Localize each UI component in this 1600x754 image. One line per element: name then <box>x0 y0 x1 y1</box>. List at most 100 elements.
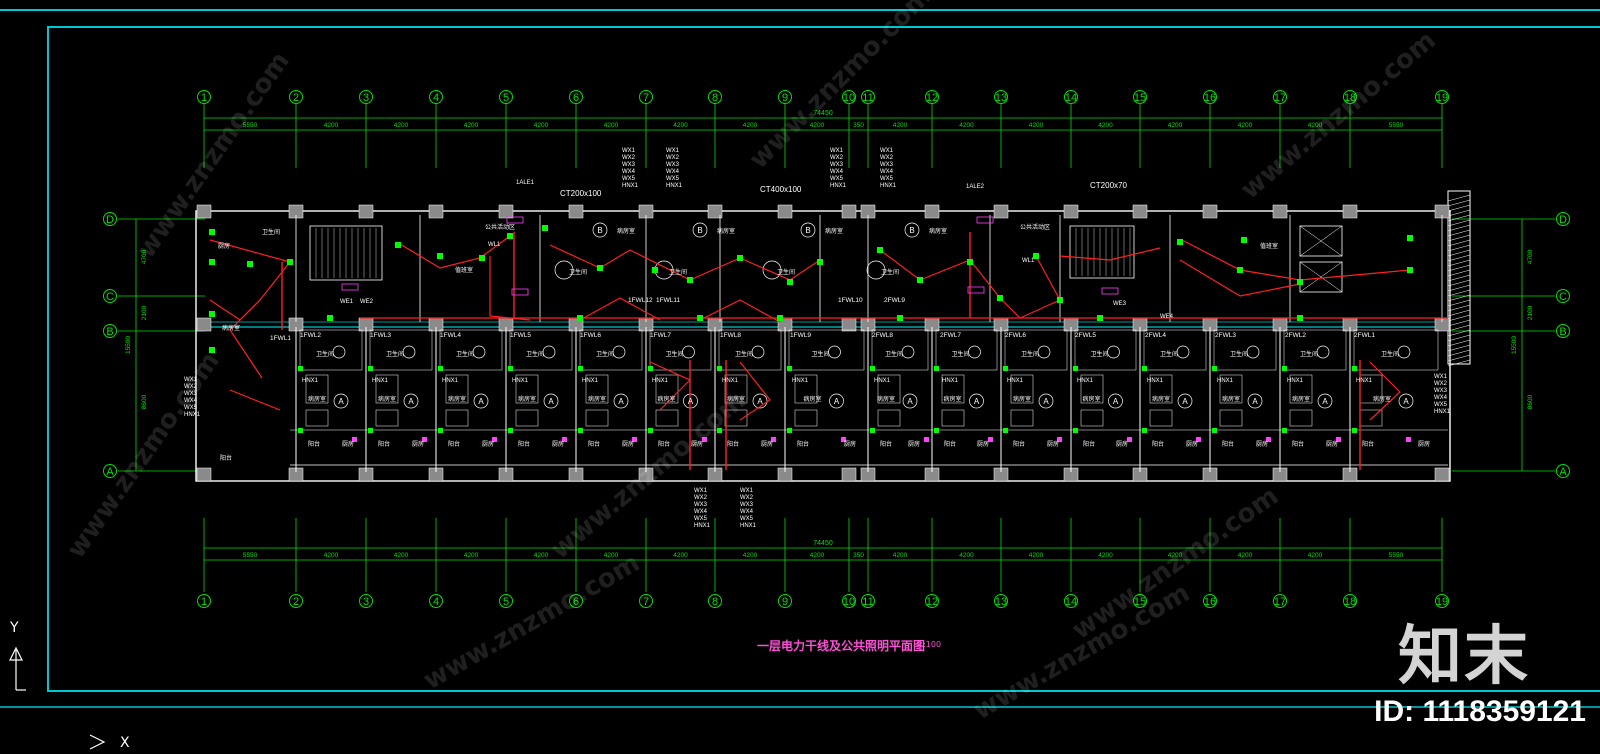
bathroom-block <box>788 329 865 371</box>
bed <box>1010 409 1034 427</box>
watermark-id: ID: 1118359121 <box>1374 695 1586 728</box>
bed <box>1289 374 1313 404</box>
panel-label: 2FWL6 <box>1005 332 1026 339</box>
hatch-line <box>1447 244 1471 252</box>
wiring-run <box>739 361 771 421</box>
light-fixture <box>787 279 793 285</box>
unit-type-label: A <box>688 397 694 406</box>
dim-value: 4200 <box>1098 122 1113 129</box>
feeder-label: WX5 <box>666 176 680 182</box>
room-label-ward: 病房室 <box>943 395 961 403</box>
axis-bubble <box>197 594 211 608</box>
structural-column <box>993 204 1009 219</box>
feeder-label: HNX1 <box>880 183 897 189</box>
unit-type-circle <box>1317 393 1333 409</box>
axis-number: 15 <box>1134 596 1146 608</box>
hatch-line <box>1447 194 1471 202</box>
row-label: A <box>1559 466 1567 478</box>
feeder-label: WX3 <box>830 162 844 168</box>
elevator-cross <box>1299 225 1343 257</box>
bed <box>877 374 901 404</box>
unit-type-label: A <box>478 397 484 406</box>
wiring-run <box>209 239 292 379</box>
bathroom-block <box>509 329 573 371</box>
stair-outline <box>309 225 383 281</box>
room-label-kitchen: 厨房 <box>622 440 634 448</box>
dim-value: 350 <box>853 122 864 129</box>
feeder-label: WX2 <box>622 155 636 161</box>
axis-number: 2 <box>293 596 299 608</box>
feeder-label: WX3 <box>184 391 198 397</box>
light-fixture <box>1212 366 1217 371</box>
panel-label: 2FWL5 <box>1075 332 1096 339</box>
bed <box>724 409 748 427</box>
dim-value: 5550 <box>243 122 258 129</box>
bed <box>515 374 539 404</box>
axis-number: 6 <box>573 92 579 104</box>
panel-label: 1FWL1 <box>270 335 291 342</box>
light-fixture <box>209 229 215 235</box>
axis-number: 15 <box>1134 92 1146 104</box>
axis-number: 3 <box>363 596 369 608</box>
unit-type-label: B <box>805 226 810 235</box>
feeder-label: HNX1 <box>740 523 757 529</box>
room-label-bath: 卫生间 <box>262 228 280 236</box>
hatch-line <box>1447 289 1471 297</box>
toilet-fixture <box>612 345 626 359</box>
light-fixture <box>1237 267 1243 273</box>
axis-bubble <box>1203 90 1217 104</box>
toilet-fixture <box>1397 345 1411 359</box>
axis-bubble <box>1064 594 1078 608</box>
dim-value: 4200 <box>673 552 688 559</box>
room-label-balcony: 阳台 <box>658 440 670 448</box>
panel-label: 1FWL12 <box>628 297 653 304</box>
feeder-label: HNX1 <box>184 412 201 418</box>
room-label-bath: 卫生间 <box>386 350 404 358</box>
panel-label: 1FWL11 <box>656 297 680 304</box>
socket-fixture <box>632 437 637 442</box>
hatch-line <box>1447 309 1471 317</box>
feeder-label: WX3 <box>740 502 754 508</box>
toilet-fixture <box>866 260 886 280</box>
structural-column <box>1342 204 1358 219</box>
room-label-bath: 卫生间 <box>735 350 753 358</box>
axis-number: 5 <box>503 92 509 104</box>
feeder-label: WX4 <box>184 398 198 404</box>
dim-value: 5550 <box>1389 122 1404 129</box>
light-fixture <box>652 267 658 273</box>
light-fixture <box>1003 428 1008 433</box>
plan-labels: A卫生间病房室阳台厨房A卫生间病房室阳台厨房A卫生间病房室阳台厨房A卫生间病房室… <box>184 148 1451 529</box>
toilet-fixture <box>751 345 765 359</box>
axis-number: 13 <box>995 596 1007 608</box>
axis-bubble <box>1133 90 1147 104</box>
axis-bubble <box>925 594 939 608</box>
hatch-line <box>1447 274 1471 282</box>
feeder-label: WX3 <box>622 162 636 168</box>
room-label-bath: 卫生间 <box>669 268 687 276</box>
axis-bubble <box>1343 594 1357 608</box>
hatch-line <box>1447 204 1471 212</box>
socket-fixture <box>1266 437 1271 442</box>
room-label-bath: 卫生间 <box>1381 350 1399 358</box>
we-label: WE3 <box>1113 301 1127 307</box>
watermark-text: www.znzmo.com <box>1235 25 1441 205</box>
dim-value: 4200 <box>1308 552 1323 559</box>
feeder-label: WX2 <box>694 495 708 501</box>
toilet-fixture <box>1107 345 1120 359</box>
light-fixture <box>542 225 548 231</box>
watermark-logo: 知末 <box>1398 620 1530 694</box>
light-fixture <box>395 242 401 248</box>
unit-type-circle <box>592 222 608 238</box>
room-label-ward: 病房室 <box>617 227 635 235</box>
panel-hnx-label: HNX1 <box>1147 378 1164 384</box>
light-fixture <box>687 277 693 283</box>
wiring-lines <box>209 232 1448 470</box>
axis-grid: 1122334455667788991010111112121313141415… <box>103 90 1570 608</box>
toilet-fixture <box>472 345 486 359</box>
axis-number: 5 <box>503 596 509 608</box>
light-fixture <box>817 259 823 265</box>
axis-bubble <box>639 594 653 608</box>
light-fixture <box>997 295 1003 301</box>
room-label-balcony: 阳台 <box>727 440 739 448</box>
room-label-kitchen: 厨房 <box>552 440 564 448</box>
